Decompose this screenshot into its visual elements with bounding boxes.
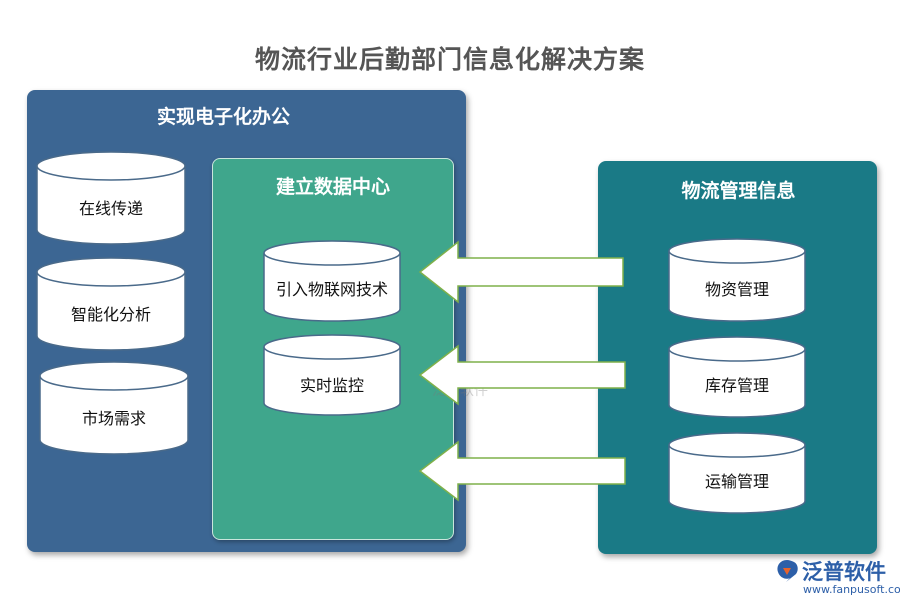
cylinder-label: 实时监控 [299,376,364,395]
fanpu-logo-icon [777,560,798,582]
cylinder-label: 智能化分析 [70,305,151,324]
cylinder-online-transfer: 在线传递 [35,150,187,246]
cylinder-shape [668,336,806,418]
cylinder-smart-analysis: 智能化分析 [35,256,187,352]
cylinder-iot-technology: 引入物联网技术 [262,240,402,322]
cylinder-inventory-management: 库存管理 [667,336,807,418]
cylinder-shape [36,151,186,245]
cylinder-label: 在线传递 [78,199,143,218]
arrow-left-icon [418,344,626,406]
cylinder-shape [263,334,401,416]
cylinder-material-management: 物资管理 [667,238,807,322]
logo-name: 泛普软件 [802,560,886,584]
cylinder-label: 运输管理 [704,472,769,491]
fanpu-logo: 泛普软件 www.fanpusoft.com [770,556,900,600]
cylinder-shape [263,240,401,322]
arrow-left-icon [418,240,624,304]
cylinder-label: 库存管理 [704,376,769,395]
cylinder-label: 物资管理 [704,280,769,299]
diagram-title: 物流行业后勤部门信息化解决方案 [254,45,645,74]
arrow-left-icon [418,440,626,502]
cylinder-shape [39,361,189,455]
cylinder-shape [36,257,186,351]
logo-url: www.fanpusoft.com [803,583,900,596]
cylinder-transport-management: 运输管理 [667,432,807,514]
cylinder-label: 引入物联网技术 [275,280,388,299]
cylinder-shape [668,432,806,514]
cylinder-market-demand: 市场需求 [38,360,190,456]
cylinder-shape [668,238,806,322]
cylinder-label: 市场需求 [81,409,146,428]
cylinder-realtime-monitoring: 实时监控 [262,334,402,416]
middle-panel-title: 建立数据中心 [275,176,390,198]
left-panel-title: 实现电子化办公 [157,106,291,128]
right-panel-title: 物流管理信息 [681,180,796,202]
